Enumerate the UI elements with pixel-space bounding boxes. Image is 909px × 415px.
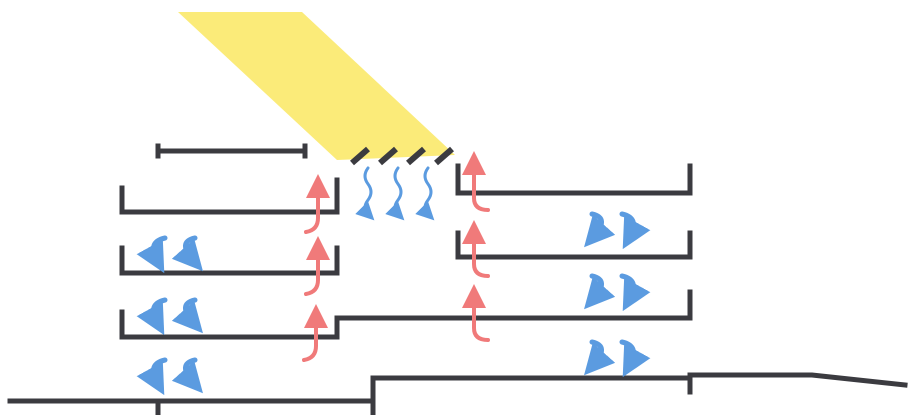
ground-line <box>7 372 908 415</box>
circulation-arrow <box>584 339 616 376</box>
circulation-arrow <box>584 273 616 310</box>
warm-air-arrow-right-3 <box>462 284 490 342</box>
warm-air-arrow-right-1 <box>462 151 490 212</box>
circulation-arrow <box>171 297 203 334</box>
warm-air-arrow-left-3 <box>302 304 328 362</box>
warm-air-arrow-left-1 <box>304 174 330 234</box>
circulation-arrow <box>619 211 651 250</box>
cool-air-inflow <box>355 166 435 221</box>
louver <box>378 146 398 166</box>
circulation-arrow <box>584 211 616 248</box>
circulation-arrow <box>171 235 203 272</box>
circulation-arrow <box>619 339 651 378</box>
louver <box>434 146 454 166</box>
louver <box>406 146 426 166</box>
warm-air-arrow-right-2 <box>462 220 490 278</box>
louver <box>350 146 370 166</box>
circulation-arrow <box>619 273 651 312</box>
left-floor-3 <box>119 289 693 340</box>
circulation-arrow <box>136 235 168 274</box>
cool-air-wavy-arrow <box>415 166 435 221</box>
left-floor-2 <box>119 245 340 276</box>
warm-air-updraft <box>302 151 490 362</box>
circulation-arrow <box>136 297 168 336</box>
building-structure <box>7 143 908 415</box>
roof-canopy <box>155 143 308 159</box>
right-circulation-arrows <box>584 211 651 378</box>
cool-air-wavy-arrow <box>355 166 375 221</box>
sunlight-beam <box>178 12 455 160</box>
circulation-arrow <box>171 357 203 394</box>
right-floor-2 <box>455 230 693 260</box>
circulation-arrow <box>136 357 168 396</box>
right-floor-1 <box>455 163 693 196</box>
left-floor-1 <box>119 177 340 215</box>
warm-air-arrow-left-2 <box>304 236 330 296</box>
roof-louvers <box>350 146 454 166</box>
left-circulation-arrows <box>136 235 203 396</box>
cool-air-wavy-arrow <box>385 166 405 221</box>
